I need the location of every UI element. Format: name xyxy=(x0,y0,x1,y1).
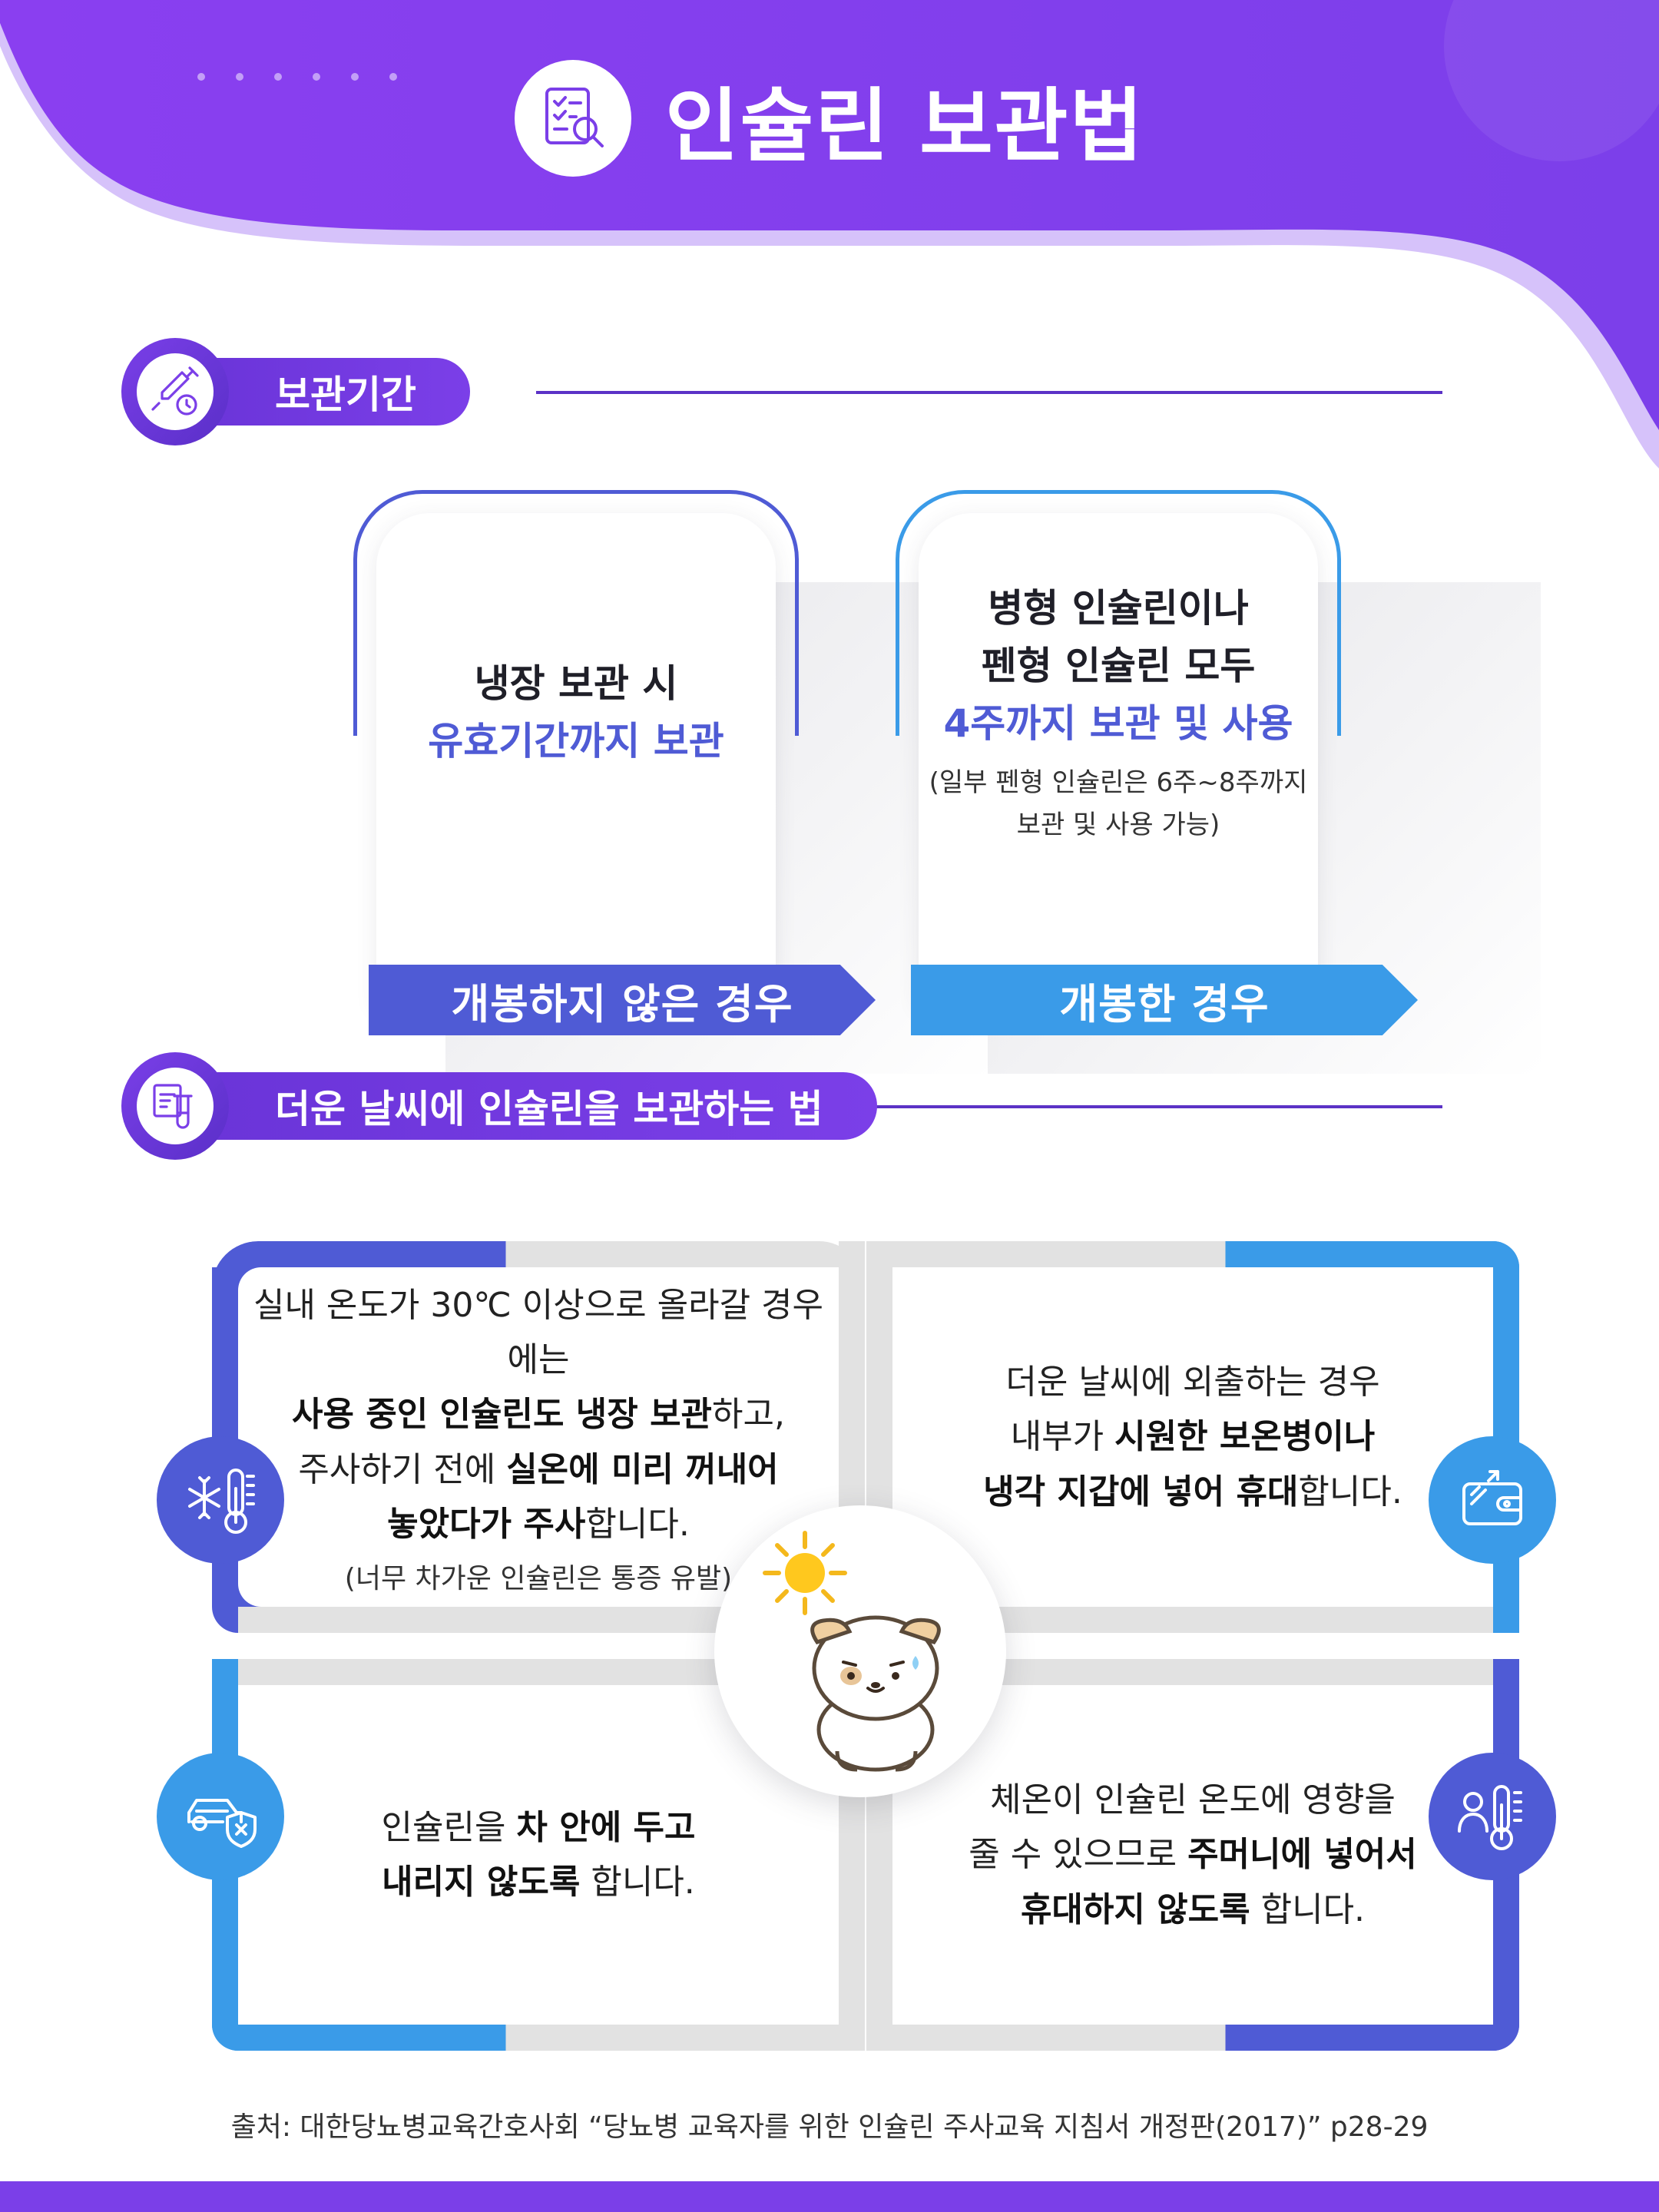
ribbon-label: 개봉하지 않은 경우 xyxy=(451,979,793,1028)
section-title-pill: 더운 날씨에 인슐린을 보관하는 법 xyxy=(190,1072,877,1140)
card-line: 병형 인슐린이나 xyxy=(988,586,1249,631)
title-row: 인슐린 보관법 xyxy=(0,60,1659,177)
tile-content: 더운 날씨에 외출하는 경우 내부가 시원한 보온병이나 냉각 지갑에 넣어 휴… xyxy=(892,1267,1493,1607)
tip-line: 실내 온도가 30℃ 이상으로 올라갈 경우에는 xyxy=(253,1285,824,1380)
card-note-line: 보관 및 사용 가능) xyxy=(1016,809,1220,840)
tip-bold: 냉각 지갑에 넣어 휴대 xyxy=(983,1472,1299,1512)
section-icon-badge xyxy=(121,1052,229,1160)
tip-bold: 휴대하지 않도록 xyxy=(1020,1889,1250,1929)
card-unopened: 냉장 보관 시 유효기간까지 보관 개봉하지 않은 경우 xyxy=(353,490,998,1074)
person-thermometer-icon xyxy=(1429,1753,1556,1880)
snowflake-thermometer-icon xyxy=(157,1436,284,1564)
tile-frame-bottom xyxy=(212,2025,865,2051)
checklist-search-icon xyxy=(514,60,631,177)
tip-normal: 합니다. xyxy=(580,1863,695,1902)
tip-bold: 주머니에 넣어서 xyxy=(1187,1835,1417,1875)
tile-frame-top xyxy=(866,1241,1519,1267)
card-opened: 병형 인슐린이나 펜형 인슐린 모두 4주까지 보관 및 사용 (일부 펜형 인… xyxy=(896,490,1541,1074)
tip-tile-indoor-heat: 실내 온도가 30℃ 이상으로 올라갈 경우에는 사용 중인 인슐린도 냉장 보… xyxy=(212,1241,865,1633)
ribbon-opened: 개봉한 경우 xyxy=(911,965,1418,1035)
tip-tile-car: 인슐린을 차 안에 두고 내리지 않도록 합니다. xyxy=(212,1659,865,2051)
tip-line: 인슐린을 차 안에 두고 xyxy=(382,1800,696,1855)
tip-bold: 실온에 미리 꺼내어 xyxy=(506,1449,779,1489)
tip-line: 주사하기 전에 실온에 미리 꺼내어 xyxy=(238,1442,839,1497)
card-highlight: 유효기간까지 보관 xyxy=(428,719,724,763)
clipboard-test-tube-icon xyxy=(137,1068,214,1144)
tip-bold: 시원한 보온병이나 xyxy=(1114,1417,1376,1457)
card-body: 병형 인슐린이나 펜형 인슐린 모두 4주까지 보관 및 사용 (일부 펜형 인… xyxy=(919,513,1318,1005)
source-citation: 출처: 대한당뇨병교육간호사회 “당뇨병 교육자를 위한 인슐린 주사교육 지침… xyxy=(230,2111,1429,2143)
card-frame xyxy=(896,490,1341,736)
tip-text: 실내 온도가 30℃ 이상으로 올라갈 경우에는 사용 중인 인슐린도 냉장 보… xyxy=(238,1278,839,1551)
tip-text: 체온이 인슐린 온도에 영향을 줄 수 있으므로 주머니에 넣어서 휴대하지 않… xyxy=(969,1773,1417,1937)
card-note-line: (일부 펜형 인슐린은 6주~8주까지 xyxy=(929,767,1308,799)
tip-line: 냉각 지갑에 넣어 휴대합니다. xyxy=(983,1465,1402,1519)
tip-line: 내리지 않도록 합니다. xyxy=(382,1855,696,1909)
tip-bold: 놓았다가 주사 xyxy=(387,1504,586,1544)
section-divider xyxy=(874,1105,1442,1108)
car-no-icon xyxy=(157,1753,284,1880)
tip-line: 내부가 시원한 보온병이나 xyxy=(983,1409,1402,1464)
tip-bold: 차 안에 두고 xyxy=(516,1807,696,1847)
tip-normal: 인슐린을 xyxy=(381,1807,517,1847)
card-note: (일부 펜형 인슐린은 6주~8주까지 보관 및 사용 가능) xyxy=(929,762,1308,846)
sweating-puppy-sun-icon xyxy=(714,1505,1006,1797)
tip-normal: 합니다. xyxy=(585,1504,690,1544)
card-body: 냉장 보관 시 유효기간까지 보관 xyxy=(376,513,776,1005)
section-header-hot-weather: 더운 날씨에 인슐린을 보관하는 법 xyxy=(121,1052,1442,1160)
tip-normal: 내부가 xyxy=(1010,1417,1115,1457)
tip-line: 체온이 인슐린 온도에 영향을 xyxy=(990,1780,1396,1820)
page-title: 인슐린 보관법 xyxy=(664,78,1145,173)
ribbon-label: 개봉한 경우 xyxy=(1059,979,1270,1028)
syringe-clock-icon xyxy=(137,353,214,430)
card-line: 펜형 인슐린 모두 xyxy=(981,644,1256,689)
tip-text: 더운 날씨에 외출하는 경우 내부가 시원한 보온병이나 냉각 지갑에 넣어 휴… xyxy=(983,1355,1402,1519)
tip-text: 인슐린을 차 안에 두고 내리지 않도록 합니다. xyxy=(382,1800,696,1910)
tip-line: 줄 수 있으므로 주머니에 넣어서 xyxy=(969,1827,1417,1882)
tip-line: 사용 중인 인슐린도 냉장 보관하고, xyxy=(238,1387,839,1442)
tip-line: 더운 날씨에 외출하는 경우 xyxy=(1005,1363,1380,1402)
tip-line: 휴대하지 않도록 합니다. xyxy=(969,1883,1417,1937)
footer-bar xyxy=(0,2181,1659,2212)
section-header-storage-period: 보관기간 xyxy=(121,338,1442,445)
tile-frame-bottom xyxy=(866,2025,1519,2051)
card-frame xyxy=(353,490,799,736)
tile-content: 체온이 인슐린 온도에 영향을 줄 수 있으므로 주머니에 넣어서 휴대하지 않… xyxy=(892,1685,1493,2025)
section-title: 더운 날씨에 인슐린을 보관하는 법 xyxy=(275,1087,823,1131)
tip-bold: 내리지 않도록 xyxy=(382,1863,581,1902)
cooling-wallet-icon xyxy=(1429,1436,1556,1564)
tip-normal: 합니다. xyxy=(1298,1472,1402,1512)
tip-normal: 합니다. xyxy=(1250,1889,1366,1929)
tip-note: (너무 차가운 인슐린은 통증 유발) xyxy=(344,1563,733,1595)
tip-normal: 주사하기 전에 xyxy=(298,1449,507,1489)
section-title-pill: 보관기간 xyxy=(190,358,470,426)
tile-content: 인슐린을 차 안에 두고 내리지 않도록 합니다. xyxy=(238,1685,839,2025)
section-divider xyxy=(536,391,1442,394)
tile-content: 실내 온도가 30℃ 이상으로 올라갈 경우에는 사용 중인 인슐린도 냉장 보… xyxy=(238,1267,839,1607)
card-highlight: 4주까지 보관 및 사용 xyxy=(943,701,1293,747)
header-background xyxy=(0,0,1659,469)
card-text: 냉장 보관 시 xyxy=(474,661,678,706)
tip-normal: 줄 수 있으므로 xyxy=(969,1835,1188,1875)
section-title: 보관기간 xyxy=(275,373,416,417)
section-icon-badge xyxy=(121,338,229,445)
ribbon-unopened: 개봉하지 않은 경우 xyxy=(369,965,876,1035)
tip-bold: 사용 중인 인슐린도 냉장 보관 xyxy=(292,1395,713,1435)
tip-line: 놓았다가 주사합니다. xyxy=(238,1497,839,1551)
tip-normal: 하고, xyxy=(712,1395,785,1435)
tip-tile-body-heat: 체온이 인슐린 온도에 영향을 줄 수 있으므로 주머니에 넣어서 휴대하지 않… xyxy=(866,1659,1519,2051)
